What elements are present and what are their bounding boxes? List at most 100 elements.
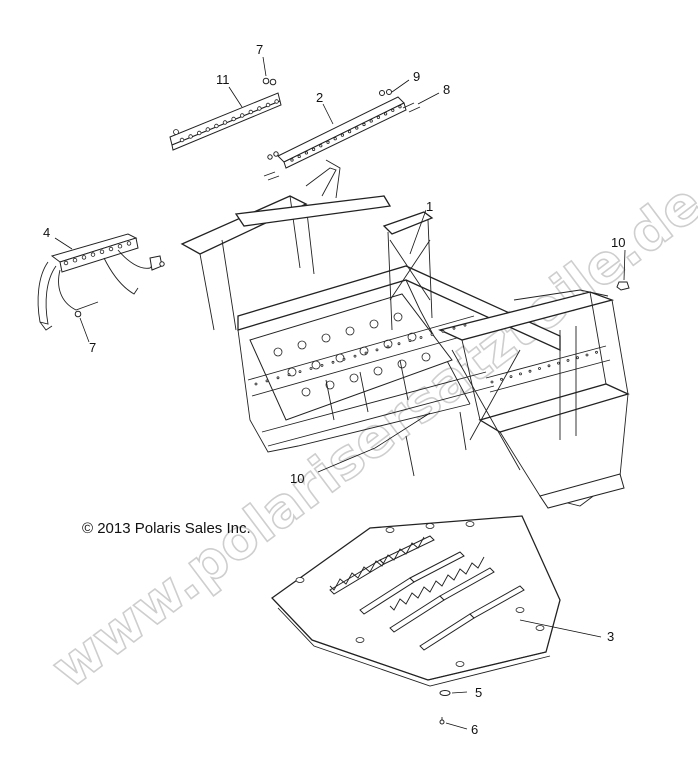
callout-7-left: 7 xyxy=(89,340,96,355)
fastener-near-4 xyxy=(159,261,165,267)
callout-8: 8 xyxy=(443,82,450,97)
skid-hole xyxy=(465,521,475,527)
rail-hole xyxy=(376,115,380,120)
frame-hole xyxy=(430,332,434,336)
bracket-hole xyxy=(90,252,96,257)
frame-hole xyxy=(557,361,560,365)
part-6-clip xyxy=(439,717,445,725)
frame-hole xyxy=(309,367,313,370)
frame-hole xyxy=(320,363,324,367)
rail-hole xyxy=(383,112,388,116)
callout-3: 3 xyxy=(607,629,614,644)
callout-9: 9 xyxy=(413,69,420,84)
frame-hole xyxy=(397,342,401,346)
rail-hole xyxy=(196,130,202,136)
floor-hole xyxy=(407,332,417,342)
floor-hole xyxy=(345,326,355,336)
fasteners-top xyxy=(262,77,421,181)
rail-hole xyxy=(398,105,402,109)
rail-hole xyxy=(391,108,395,112)
frame-hole xyxy=(500,377,503,381)
bracket-hole xyxy=(81,255,87,260)
frame-hole xyxy=(463,323,467,327)
frame-hole xyxy=(386,345,390,349)
rail-hole xyxy=(304,151,308,155)
skid-ridge xyxy=(389,556,485,611)
rail-hole xyxy=(222,120,228,125)
skid-hole xyxy=(385,527,395,533)
callout-5: 5 xyxy=(475,685,482,700)
rail-hole xyxy=(369,119,373,123)
skid-hole xyxy=(355,637,365,643)
rail-hole xyxy=(355,126,359,130)
rail-hole xyxy=(333,137,337,141)
rail-hole xyxy=(239,113,245,118)
frame-hole xyxy=(364,351,368,355)
callout-2: 2 xyxy=(316,90,323,105)
part-3-skid-plate xyxy=(271,515,561,687)
frame-hole xyxy=(287,373,291,377)
skid-hole xyxy=(515,607,525,613)
part-10-nut xyxy=(616,281,630,291)
frame-hole xyxy=(547,364,551,368)
rail-hole xyxy=(179,137,185,143)
frame-hole xyxy=(419,336,423,339)
bracket-hole xyxy=(108,246,114,252)
copyright-text: © 2013 Polaris Sales Inc. xyxy=(82,520,251,537)
floor-hole xyxy=(311,360,321,370)
floor-hole xyxy=(397,359,407,369)
rail-hole xyxy=(248,109,253,115)
part-5-grommet xyxy=(439,690,451,696)
bracket-hole xyxy=(63,260,69,266)
rail-hole xyxy=(188,134,193,139)
callout-10-right: 10 xyxy=(611,235,625,250)
floor-hole xyxy=(321,333,331,343)
frame-hole xyxy=(276,376,280,380)
fastener-7-left xyxy=(74,310,82,318)
skid-slot xyxy=(409,551,465,583)
callout-6: 6 xyxy=(471,722,478,737)
frame-hole xyxy=(509,375,513,379)
skid-hole xyxy=(455,661,465,667)
frame-hole xyxy=(490,380,494,384)
part-11-rail xyxy=(169,92,282,151)
frame-hole xyxy=(566,358,570,362)
skid-hole xyxy=(535,625,545,631)
skid-ridge xyxy=(329,536,425,591)
part-4-bracket xyxy=(37,233,163,331)
callout-11: 11 xyxy=(216,72,230,87)
rail-hole xyxy=(205,127,210,132)
floor-hole xyxy=(369,319,379,329)
rail-hole xyxy=(311,147,316,151)
callout-7-top: 7 xyxy=(256,42,263,57)
rail-hole xyxy=(214,123,219,129)
frame-hole xyxy=(298,370,302,374)
frame-hole xyxy=(538,367,541,370)
part-1-main-frame xyxy=(180,159,630,509)
frame-hole xyxy=(342,357,346,361)
floor-hole xyxy=(373,366,383,376)
rail-hole xyxy=(326,140,330,144)
rail-hole xyxy=(231,116,236,122)
skid-slot xyxy=(439,567,495,601)
skid-slot xyxy=(469,585,525,619)
bracket-hole xyxy=(117,243,123,249)
frame-hole xyxy=(254,382,258,386)
frame-hole xyxy=(408,339,412,343)
frame-hole xyxy=(331,360,335,364)
rail-hole xyxy=(265,102,271,108)
rail-hole xyxy=(274,99,279,104)
frame-hole xyxy=(265,379,269,383)
floor-hole xyxy=(297,340,307,350)
floor-hole xyxy=(273,347,283,357)
frame-hole xyxy=(585,353,589,357)
frame-hole xyxy=(375,348,379,352)
callout-4: 4 xyxy=(43,225,50,240)
frame-hole xyxy=(441,329,445,333)
rail-hole xyxy=(297,154,301,159)
floor-hole xyxy=(421,352,431,362)
rail-hole xyxy=(257,106,262,111)
frame-hole xyxy=(353,354,357,358)
callout-1: 1 xyxy=(426,199,433,214)
